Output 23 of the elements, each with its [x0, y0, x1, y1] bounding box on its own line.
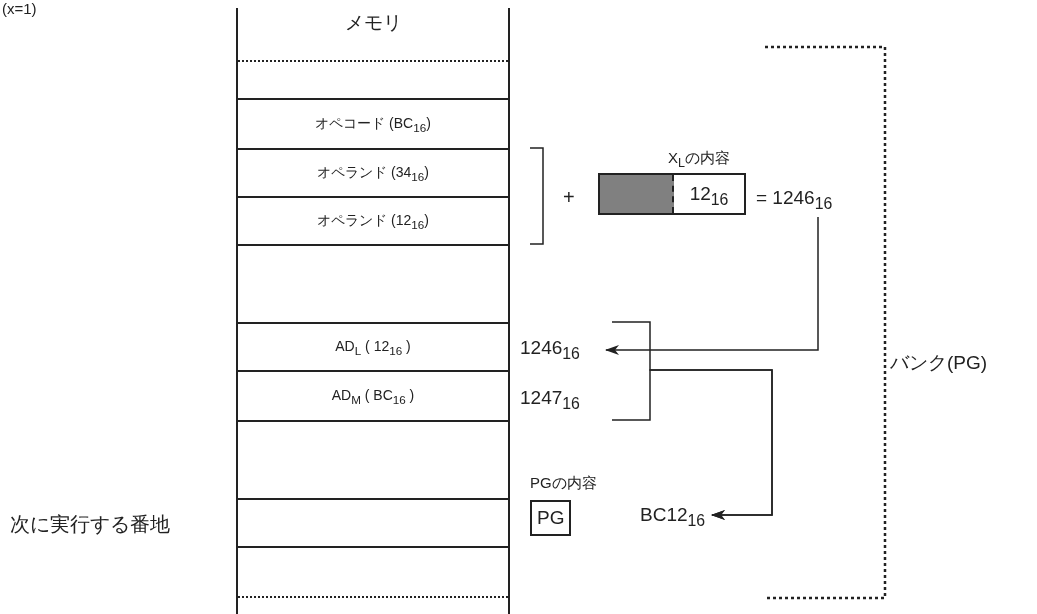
empty-memory-cell: [238, 546, 508, 598]
note-text: (x=1): [2, 0, 37, 17]
register-heading: X$_{L}$の内容: [668, 149, 730, 170]
register-heading: PGの内容: [530, 474, 597, 493]
memory-column: [236, 8, 510, 614]
cell-text: オペランド (12$_{16}$): [317, 211, 429, 231]
register-name: PG: [530, 500, 572, 536]
register-box: [598, 149, 746, 215]
address-value: 1247$_{16}$: [520, 387, 580, 413]
cell-text: AD$_{M}$ ( BC$_{16}$ ): [331, 386, 415, 406]
plus-sign: +: [563, 186, 575, 209]
address-label: 次に実行する番地: [10, 512, 170, 537]
arrow: [605, 216, 819, 355]
address-value: 1246$_{16}$: [520, 337, 580, 363]
sum-value: = 1246$_{16}$: [756, 187, 833, 213]
register-value: 12$_{16}$: [688, 182, 730, 210]
cell-text: オペコード (BC$_{16}$): [315, 114, 431, 134]
arrow: [611, 369, 773, 520]
bank-label: バンク(PG): [890, 351, 988, 375]
column-heading: メモリ: [343, 11, 403, 35]
address-value: BC12$_{16}$: [640, 504, 706, 530]
cell-text: AD$_{L}$ ( 12$_{16}$ ): [335, 337, 411, 357]
cell-text: オペランド (34$_{16}$): [317, 163, 429, 183]
